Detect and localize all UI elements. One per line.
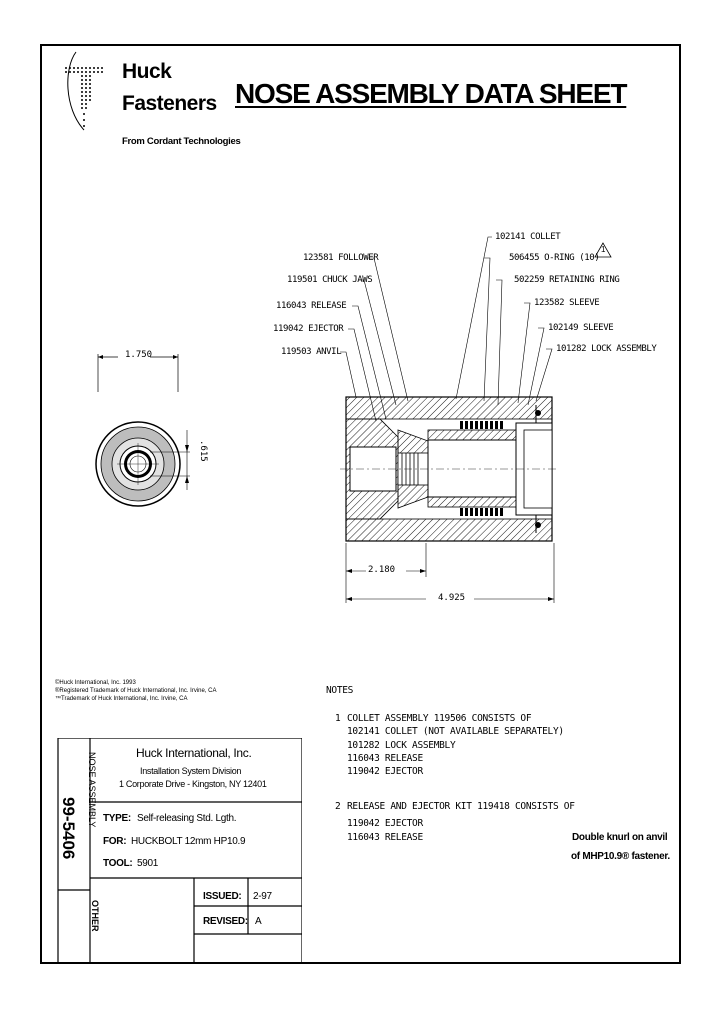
note-1-line: 119042 EJECTOR [347,766,423,777]
callout-release: 116043 RELEASE [276,301,347,311]
type-value: Self-releasing Std. Lgth. [137,813,237,824]
note-1-line: 102141 COLLET (NOT AVAILABLE SEPARATELY) [347,726,564,737]
side-note-line2: of MHP10.9® fastener. [571,851,670,862]
callout-retaining-ring: 502259 RETAINING RING [514,275,620,285]
dim-length-inner: 2.180 [368,565,396,575]
callout-sleeve-102149: 102149 SLEEVE [548,323,614,333]
side-note-line1: Double knurl on anvil [572,832,668,843]
callout-ejector: 119042 EJECTOR [273,324,344,334]
revised-label: REVISED: [203,916,248,927]
note-1-number: 1 [335,713,341,724]
for-label: FOR: [103,836,127,847]
front-view-drawing [95,354,190,507]
tool-value: 5901 [137,858,159,869]
legal-copyright: ©Huck International, Inc. 1993 [55,680,136,686]
for-value: HUCKBOLT 12mm HP10.9 [131,836,246,847]
page-title: NOSE ASSEMBLY DATA SHEET [235,78,627,109]
section-view-drawing [340,236,612,603]
note-1-line: 101282 LOCK ASSEMBLY [347,740,456,751]
issued-value: 2-97 [253,891,272,902]
issued-label: ISSUED: [203,891,242,902]
part-number: 99-5406 [59,797,78,860]
callout-oring: 506455 O-RING (10) [509,253,600,263]
note-2-line: 119042 EJECTOR [347,818,423,829]
brand-line1: Huck [122,60,172,83]
dim-hole: .615 [198,440,208,462]
address: 1 Corporate Drive - Kingston, NY 12401 [119,779,267,789]
note-2-number: 2 [335,801,341,812]
note-2-line: RELEASE AND EJECTOR KIT 119418 CONSISTS … [347,801,575,812]
callout-anvil: 119503 ANVIL [281,347,342,357]
callout-sleeve-123582: 123582 SLEEVE [534,298,600,308]
title-block-grid [57,738,302,964]
division-name: Installation System Division [140,766,242,776]
callout-lock-assembly: 101282 LOCK ASSEMBLY [556,344,657,354]
warning-triangle-icon: 1 [601,245,606,254]
huck-logo-icon [65,51,103,131]
note-1-line: COLLET ASSEMBLY 119506 CONSISTS OF [347,713,532,724]
revised-value: A [255,916,262,927]
note-1-line: 116043 RELEASE [347,753,423,764]
legal-trademark: ™Trademark of Huck International, Inc. I… [55,696,188,702]
tool-label: TOOL: [103,858,133,869]
page-border [40,44,681,964]
dim-diameter: 1.750 [125,350,153,360]
other-label: OTHER [90,900,100,932]
note-2-line: 116043 RELEASE [347,832,423,843]
brand-subtitle: From Cordant Technologies [122,136,241,147]
category-label: NOSE ASSEMBLY [87,752,97,828]
type-label: TYPE: [103,813,131,824]
callout-follower: 123581 FOLLOWER [303,253,379,263]
notes-heading: NOTES [326,685,354,696]
brand-line2: Fasteners [122,92,217,115]
company-name: Huck International, Inc. [136,746,252,760]
dim-length-total: 4.925 [438,593,466,603]
callout-collet: 102141 COLLET [495,232,561,242]
callout-chuck-jaws: 119501 CHUCK JAWS [287,275,373,285]
legal-registered: ®Registered Trademark of Huck Internatio… [55,688,217,694]
